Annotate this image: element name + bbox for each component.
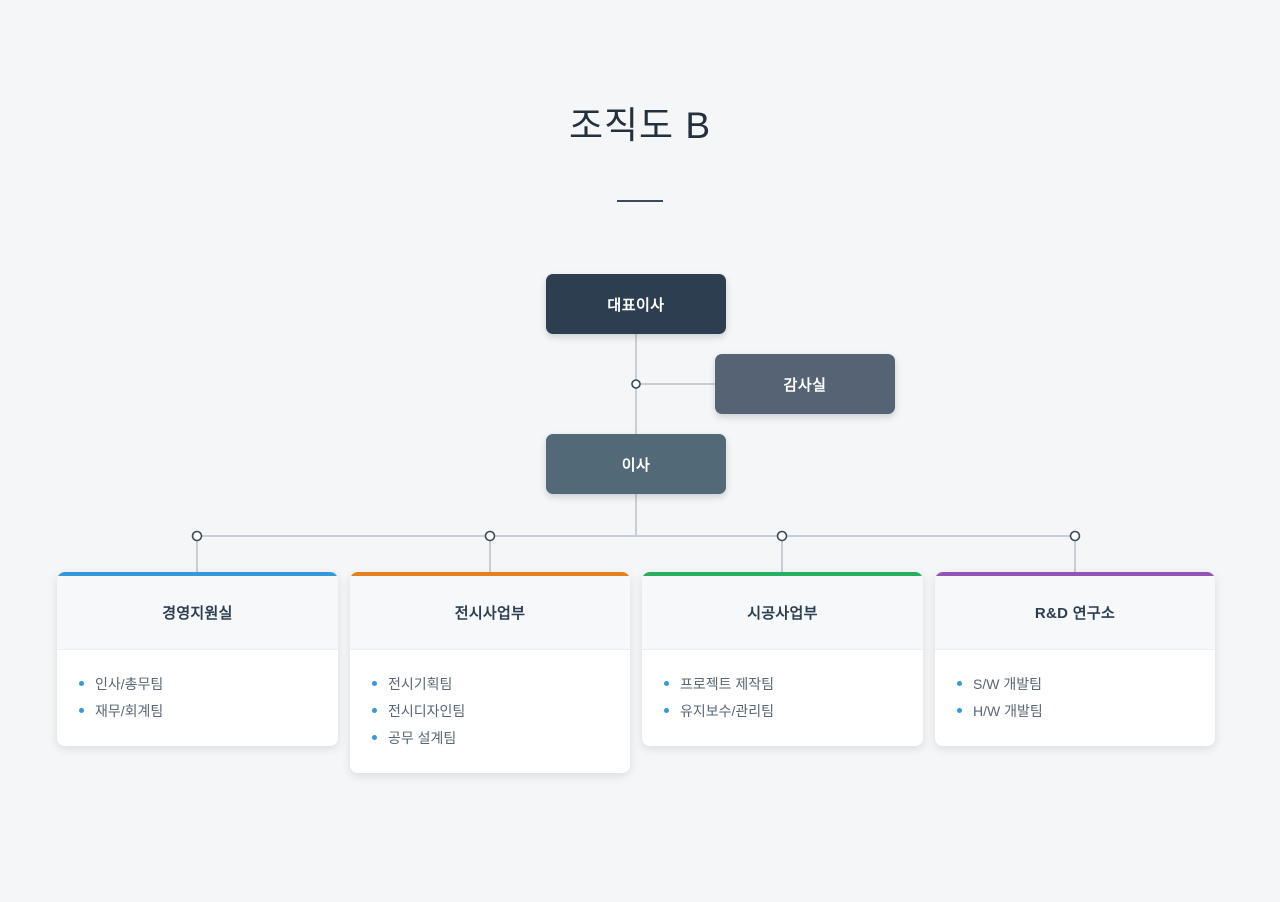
team-label: 공무 설계팀 [388, 729, 457, 746]
department-team-list: S/W 개발팀 H/W 개발팀 [935, 650, 1215, 746]
bullet-icon [79, 681, 84, 686]
junction-node-dept-3 [776, 530, 788, 542]
team-list-item[interactable]: 재무/회계팀 [57, 697, 338, 724]
department-header: 전시사업부 [350, 576, 630, 650]
org-node-ceo-label: 대표이사 [607, 296, 665, 314]
bullet-icon [372, 681, 377, 686]
team-list-item[interactable]: 전시기획팀 [350, 670, 630, 697]
department-accent-bar [642, 572, 923, 576]
junction-node-audit [631, 379, 641, 389]
department-name: 전시사업부 [454, 605, 526, 622]
team-list-item[interactable]: 공무 설계팀 [350, 724, 630, 751]
junction-node-dept-4 [1069, 530, 1081, 542]
team-label: 프로젝트 제작팀 [680, 675, 775, 692]
junction-node-dept-2 [484, 530, 496, 542]
junction-node-dept-1 [191, 530, 203, 542]
team-label: 전시기획팀 [388, 675, 453, 692]
org-node-director-label: 이사 [621, 456, 651, 474]
department-accent-bar [57, 572, 338, 576]
bullet-icon [79, 708, 84, 713]
team-label: 인사/총무팀 [95, 675, 164, 692]
org-node-ceo[interactable]: 대표이사 [546, 274, 726, 334]
bullet-icon [372, 735, 377, 740]
bullet-icon [664, 681, 669, 686]
department-header: R&D 연구소 [935, 576, 1215, 650]
team-label: S/W 개발팀 [973, 675, 1042, 692]
department-accent-bar [350, 572, 630, 576]
department-name: 경영지원실 [162, 605, 233, 622]
team-label: 유지보수/관리팀 [680, 702, 775, 719]
department-header: 경영지원실 [57, 576, 338, 650]
team-list-item[interactable]: 전시디자인팀 [350, 697, 630, 724]
department-card[interactable]: R&D 연구소 S/W 개발팀 H/W 개발팀 [935, 572, 1215, 746]
title-divider [617, 200, 663, 203]
team-list-item[interactable]: 프로젝트 제작팀 [642, 670, 923, 697]
page-title: 조직도 B [568, 105, 712, 146]
department-name: R&D 연구소 [1034, 605, 1116, 622]
department-header: 시공사업부 [642, 576, 923, 650]
team-label: 재무/회계팀 [95, 702, 164, 719]
team-label: H/W 개발팀 [973, 702, 1043, 719]
team-list-item[interactable]: S/W 개발팀 [935, 670, 1215, 697]
org-node-audit-office[interactable]: 감사실 [715, 354, 895, 414]
team-list-item[interactable]: 인사/총무팀 [57, 670, 338, 697]
team-list-item[interactable]: H/W 개발팀 [935, 697, 1215, 724]
team-label: 전시디자인팀 [388, 702, 466, 719]
department-accent-bar [935, 572, 1215, 576]
bullet-icon [664, 708, 669, 713]
org-node-director[interactable]: 이사 [546, 434, 726, 494]
team-list-item[interactable]: 유지보수/관리팀 [642, 697, 923, 724]
bullet-icon [372, 708, 377, 713]
department-name: 시공사업부 [747, 605, 818, 622]
title-block: 조직도 B [0, 104, 1280, 203]
org-node-audit-office-label: 감사실 [783, 376, 827, 394]
bullet-icon [957, 681, 962, 686]
bullet-icon [957, 708, 962, 713]
